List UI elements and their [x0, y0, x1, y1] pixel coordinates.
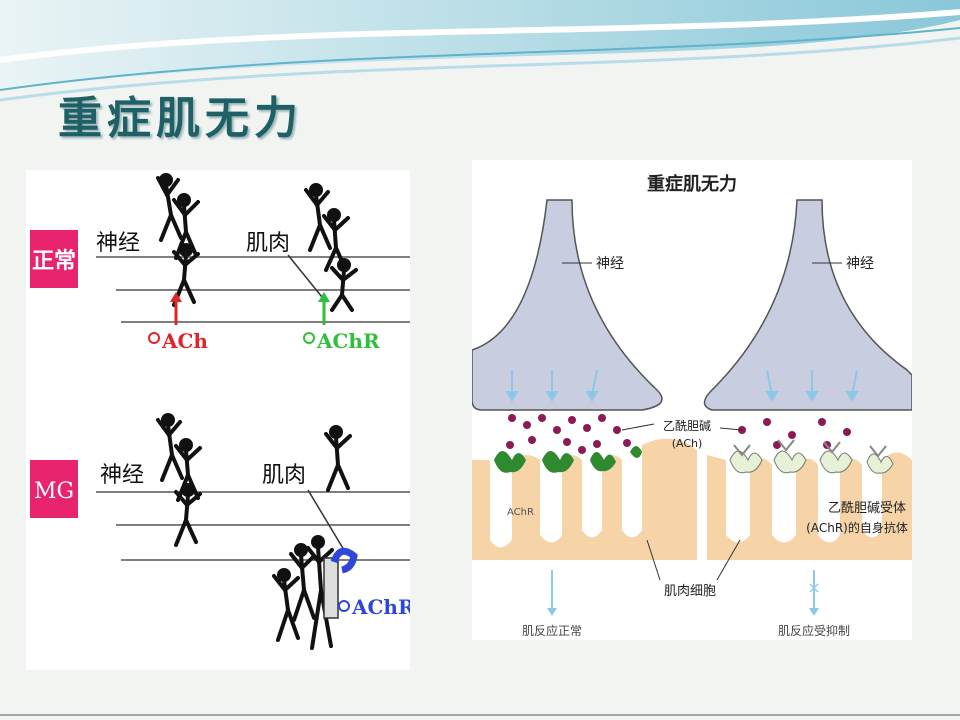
- pointer-line: [719, 427, 743, 431]
- achrab-label: AChRab: [351, 595, 410, 619]
- achr-receptors: [494, 446, 642, 473]
- blocked-x-icon: ×: [807, 578, 820, 597]
- muscle-cell-label: 肌肉细胞: [664, 584, 716, 599]
- ach-label: 乙酰胆碱: [663, 419, 711, 433]
- achr-label: AChR: [316, 329, 380, 353]
- mg-ach-figures: [156, 413, 202, 547]
- response-arrow-head: [547, 608, 557, 616]
- antibodies: [733, 439, 887, 458]
- mg-muscle-label: 肌肉: [262, 463, 306, 488]
- header-waves: [0, 0, 960, 110]
- normal-badge-text: 正常: [32, 248, 76, 274]
- mg-badge: [30, 460, 78, 518]
- pointer-line: [646, 539, 661, 581]
- antibody-block: [323, 557, 339, 619]
- blocked-receptors: [729, 450, 894, 474]
- synapse-diagram: 重症肌无力 神经 神经: [472, 160, 912, 640]
- ach-vesicles: [506, 414, 851, 454]
- left-diagram-panel: 正常 神经 肌肉 ACh AChR: [26, 170, 410, 670]
- normal-badge: [30, 230, 78, 288]
- muscle-cell-left: [472, 438, 697, 560]
- muscle-cell-right: [707, 452, 912, 560]
- achrab-hook: [330, 547, 358, 574]
- normal-muscle-label: 肌肉: [246, 231, 290, 256]
- right-diagram-panel: 重症肌无力 神经 神经: [472, 160, 912, 640]
- ach-label: ACh: [161, 329, 208, 353]
- mg-badge-text: MG: [34, 479, 74, 504]
- nerve-terminal-right: [703, 199, 912, 411]
- mg-nerve-label: 神经: [100, 463, 144, 488]
- pointer-line: [307, 489, 345, 551]
- response-inhibited-label: 肌反应受抑制: [778, 623, 850, 638]
- release-arrows: [505, 369, 859, 402]
- pointer-line: [621, 423, 655, 431]
- ach-abbr: (ACh): [672, 437, 703, 450]
- achr-label: AChR: [507, 507, 534, 518]
- nerve-terminal-left: [472, 199, 663, 411]
- bottom-border: [0, 714, 960, 716]
- pointer-line: [287, 254, 327, 303]
- ach-arrow-head: [170, 292, 182, 302]
- slide-title: 重症肌无力: [58, 93, 303, 144]
- pointer-line: [716, 539, 741, 581]
- comparison-diagram: 正常 神经 肌肉 ACh AChR: [30, 173, 410, 650]
- achr-figures: [304, 183, 358, 312]
- ach-symbol: [148, 332, 160, 344]
- nerve-right-label: 神经: [846, 256, 874, 272]
- nerve-left-label: 神经: [596, 256, 624, 272]
- normal-nerve-label: 神经: [96, 231, 140, 256]
- response-normal-label: 肌反应正常: [522, 623, 582, 638]
- achr-symbol: [303, 332, 315, 344]
- ach-figures: [156, 173, 200, 307]
- autoantibody-label: 乙酰胆碱受体: [828, 501, 906, 516]
- achr-arrow-head: [318, 292, 330, 302]
- achrab-symbol: [338, 600, 350, 612]
- synapse-diagram-title: 重症肌无力: [647, 173, 737, 195]
- mg-muscle-figure: [324, 425, 352, 492]
- response-arrow-head: [809, 608, 819, 616]
- autoantibody-abbr: (AChR)的自身抗体: [806, 520, 908, 535]
